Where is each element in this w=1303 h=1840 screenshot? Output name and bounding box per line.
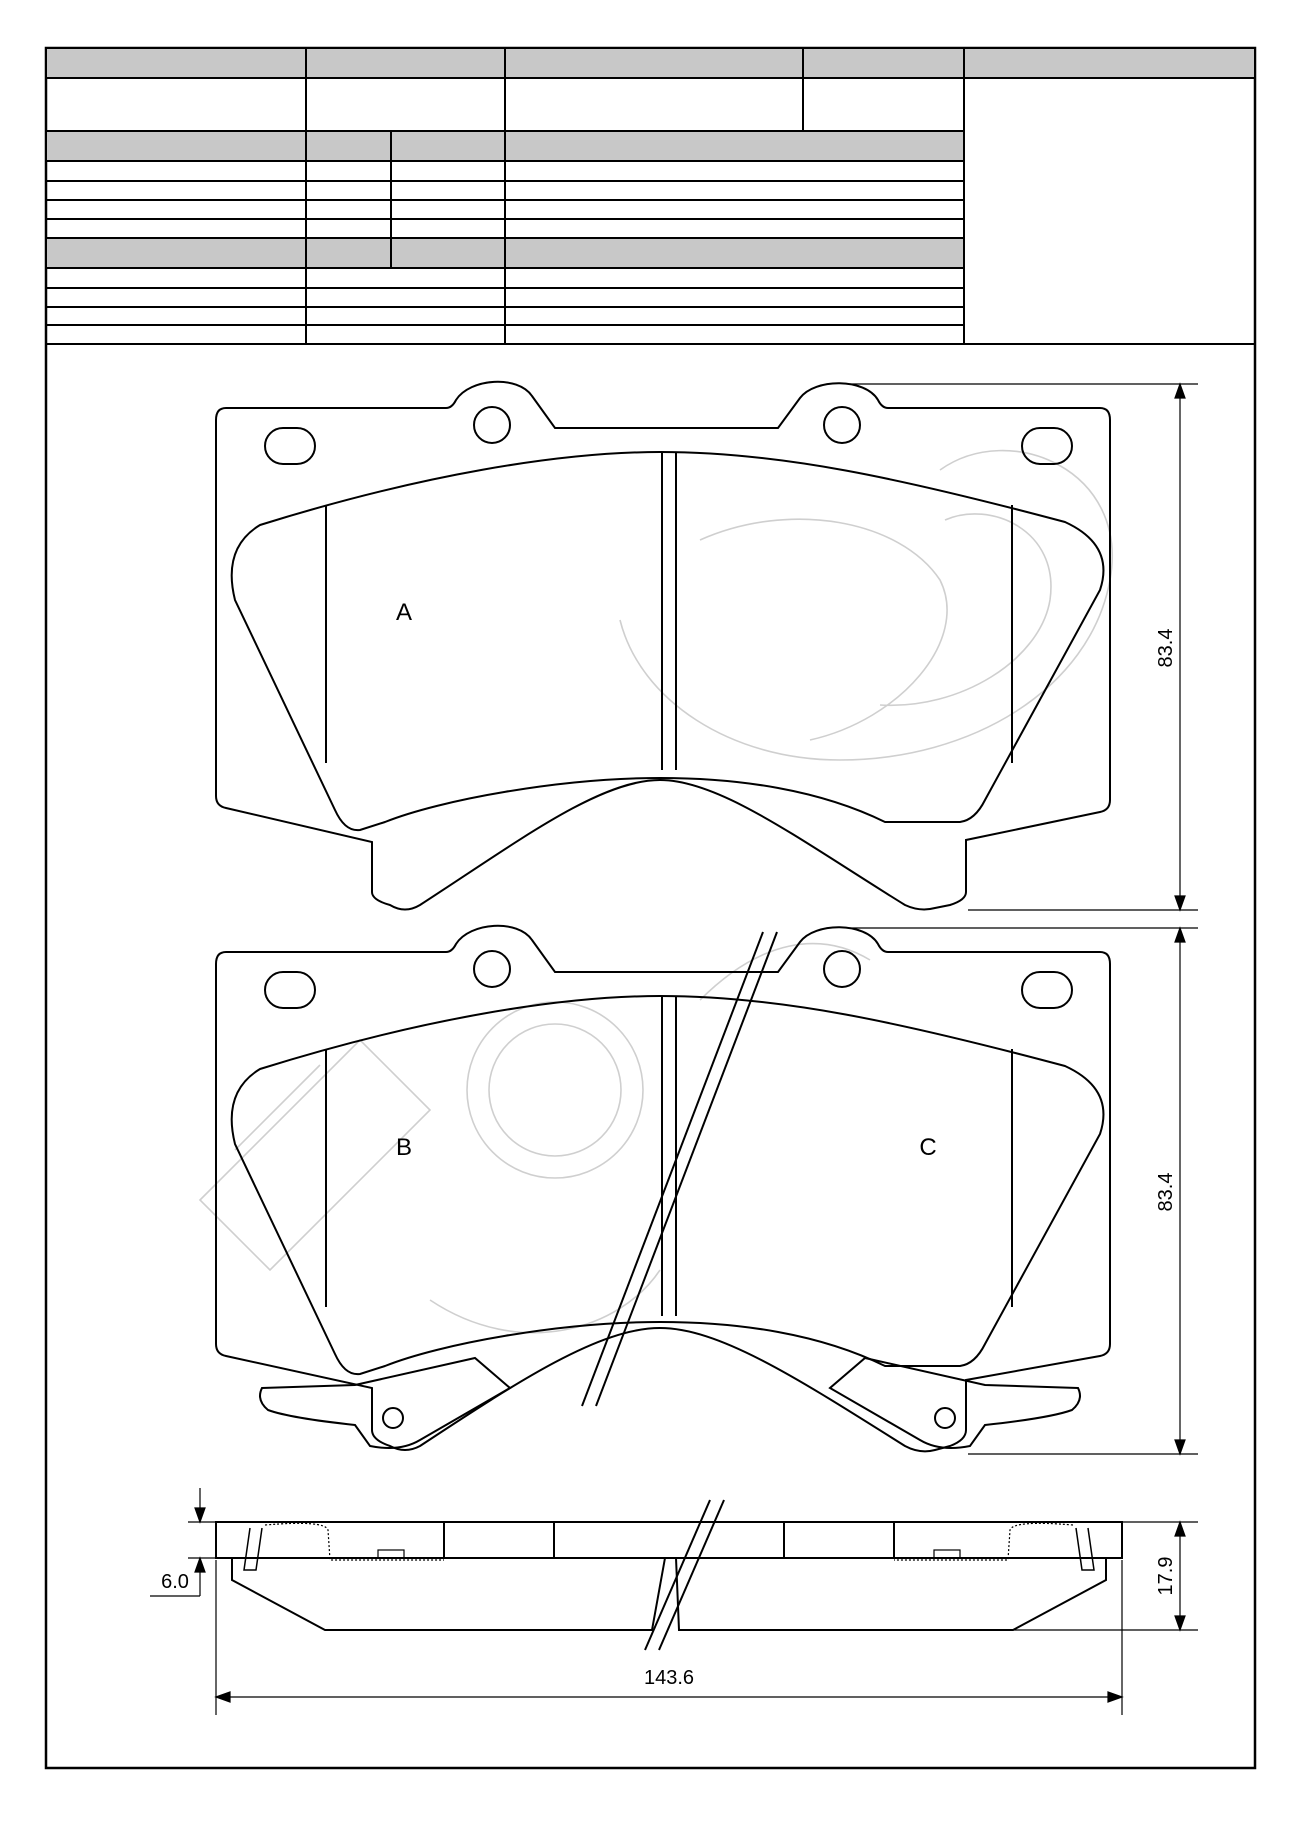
pad-bc-rivet-right [823,950,861,988]
pad-bc-backing-plate [215,924,1111,1453]
wear-clip-left [259,1356,512,1449]
pad-bc-view [215,924,1111,1453]
side-friction-left [231,1557,666,1631]
dimension-total-thickness: 17.9 [1155,1557,1177,1596]
dimension-height-bottom: 83.4 [1155,1173,1177,1212]
header-row-top [45,47,1256,79]
pad-a-rivet-left [473,406,511,444]
dimension-overall-width: 143.6 [644,1667,694,1689]
pad-b-label: B [396,1134,412,1161]
pad-bc-rivet-left [473,950,511,988]
pad-bc-hole-left [264,971,316,1009]
break-lines [581,931,778,1407]
title-block-table [44,46,1257,1770]
pad-bc-friction-material [230,994,1105,1376]
pad-a-friction-material [230,450,1105,832]
wear-clip-right [828,1356,1081,1449]
pad-a-rivet-right [823,406,861,444]
pad-bc-hole-right [1021,971,1073,1009]
pad-c-label: C [919,1134,936,1161]
pad-a-view [215,380,1111,911]
dimension-plate-thickness: 6.0 [161,1571,189,1593]
pad-a-hole-left [264,427,316,465]
watermark-logo [198,449,1113,1334]
pad-a-hole-right [1021,427,1073,465]
pad-a-backing-plate [215,380,1111,911]
pad-side-view [215,1499,1123,1651]
pad-a-label: A [396,599,412,626]
dimension-height-top: 83.4 [1155,629,1177,668]
dimension-lines [150,382,1198,1715]
side-backing-plate [215,1521,1123,1559]
side-friction-right [675,1557,1107,1631]
